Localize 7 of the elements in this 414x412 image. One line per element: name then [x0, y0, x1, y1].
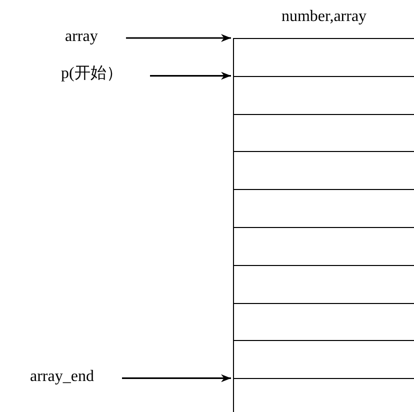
arrow [122, 374, 231, 382]
array-heading: number,array [280, 8, 368, 26]
pointer-label: array_end [30, 368, 94, 386]
arrow [150, 72, 231, 80]
arrow [126, 34, 231, 42]
pointer-label: p(开始） [61, 65, 122, 83]
pointer-label: array [65, 28, 98, 46]
